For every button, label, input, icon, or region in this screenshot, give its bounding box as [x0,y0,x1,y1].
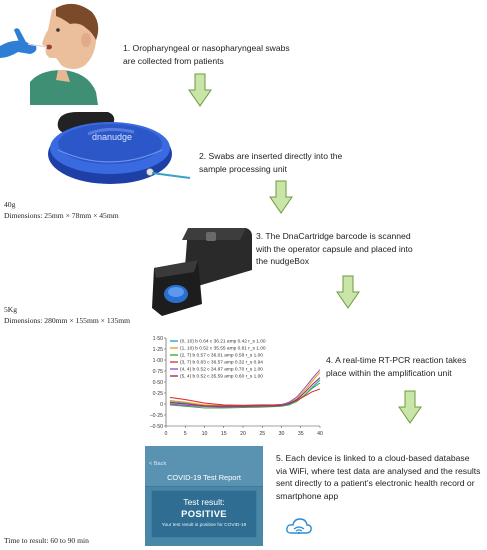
flow-arrow-3 [336,275,360,309]
nudgebox-illustration [150,220,255,320]
y-tick-label: –0·50 [150,424,163,430]
nudgebox-dimensions: Dimensions: 280mm × 155mm × 135mm [4,316,131,325]
x-tick-label: 25 [259,431,265,437]
x-tick-label: 5 [184,431,187,437]
y-tick-label: 1·00 [153,358,163,364]
y-tick-label: 0·50 [153,380,163,386]
back-link[interactable]: < Back [149,461,167,467]
x-tick-label: 40 [317,431,323,437]
y-tick-label: –0·25 [150,413,163,419]
cloud-wifi-icon [286,518,312,535]
legend-label-4: (4, 4) b 0.52 c 34.87 amp 0.70 r_s 1.00 [180,367,263,373]
nudgebox-device-icon [152,228,252,316]
step-2-text: 2. Swabs are inserted directly into the … [199,151,343,174]
test-result-card: Test result: POSITIVE Your test result i… [151,490,257,538]
step-1-text: 1. Oropharyngeal or nasopharyngeal swabs… [123,43,290,66]
x-tick-label: 35 [298,431,304,437]
series-line-5 [169,377,321,407]
test-result-label: Test result: [183,497,225,507]
swab-illustration [0,0,110,105]
down-arrow-icon [269,180,293,214]
legend-label-3: (3, 7) b 0.83 c 36.57 amp 0.32 r_s 0.94 [180,360,263,366]
series-line-0 [169,379,321,408]
series-line-3 [169,388,321,406]
step-4-text: 4. A real-time RT-PCR reaction takes pla… [326,355,467,378]
cartridge-dimensions: Dimensions: 25mm × 78mm × 45mm [4,211,119,220]
series-line-2 [169,382,321,409]
y-tick-label: 0·25 [153,391,163,397]
cartridge-weight: 40g [4,200,16,209]
time-to-result: Time to result: 60 to 90 min [4,536,89,545]
test-result-note: Your test result is positive for COVID-1… [161,523,247,528]
step-5-text: 5. Each device is linked to a cloud-base… [276,453,481,501]
cloud-wifi-icon-wrap [285,516,313,543]
cartridge-brand-label: dnanudge [92,132,132,142]
flow-arrow-4 [398,390,422,424]
down-arrow-icon [398,390,422,424]
x-tick-label: 0 [165,431,168,437]
down-arrow-icon [188,73,212,107]
x-tick-label: 20 [240,431,246,437]
x-tick-label: 10 [202,431,208,437]
x-tick-label: 30 [279,431,285,437]
phone-screen: < Back COVID-19 Test Report Test result:… [145,446,263,546]
cartridge-device-icon: dnanudge [48,112,191,184]
step-3-text: 3. The DnaCartridge barcode is scanned w… [256,231,413,266]
flow-arrow-1 [188,73,212,107]
flow-arrow-2 [269,180,293,214]
down-arrow-icon [336,275,360,309]
phone-header: < Back COVID-19 Test Report [145,446,263,487]
legend-label-0: (0, 10) b 0.64 c 36.21 amp 0.42 r_s 1.00 [180,339,266,345]
y-tick-label: 1·25 [153,347,163,353]
legend-label-1: (1, 10) b 0.52 c 35.55 amp 0.61 r_s 1.00 [180,346,266,352]
dnacartridge-illustration: dnanudge [38,104,198,194]
y-tick-label: 1·50 [153,336,163,342]
legend-label-5: (5, 4) b 0.52 c 35.59 amp 0.60 r_s 1.00 [180,374,263,380]
nudgebox-weight: 5Kg [4,305,18,314]
swab-collection-person-icon [0,3,99,105]
y-tick-label: 0 [160,402,163,408]
x-tick-label: 15 [221,431,227,437]
y-tick-label: 0·75 [153,369,163,375]
phone-title: COVID-19 Test Report [167,473,241,482]
test-result-value: POSITIVE [181,508,227,519]
legend-label-2: (2, 7) b 0.57 c 36.01 amp 0.58 r_s 1.00 [180,353,263,359]
